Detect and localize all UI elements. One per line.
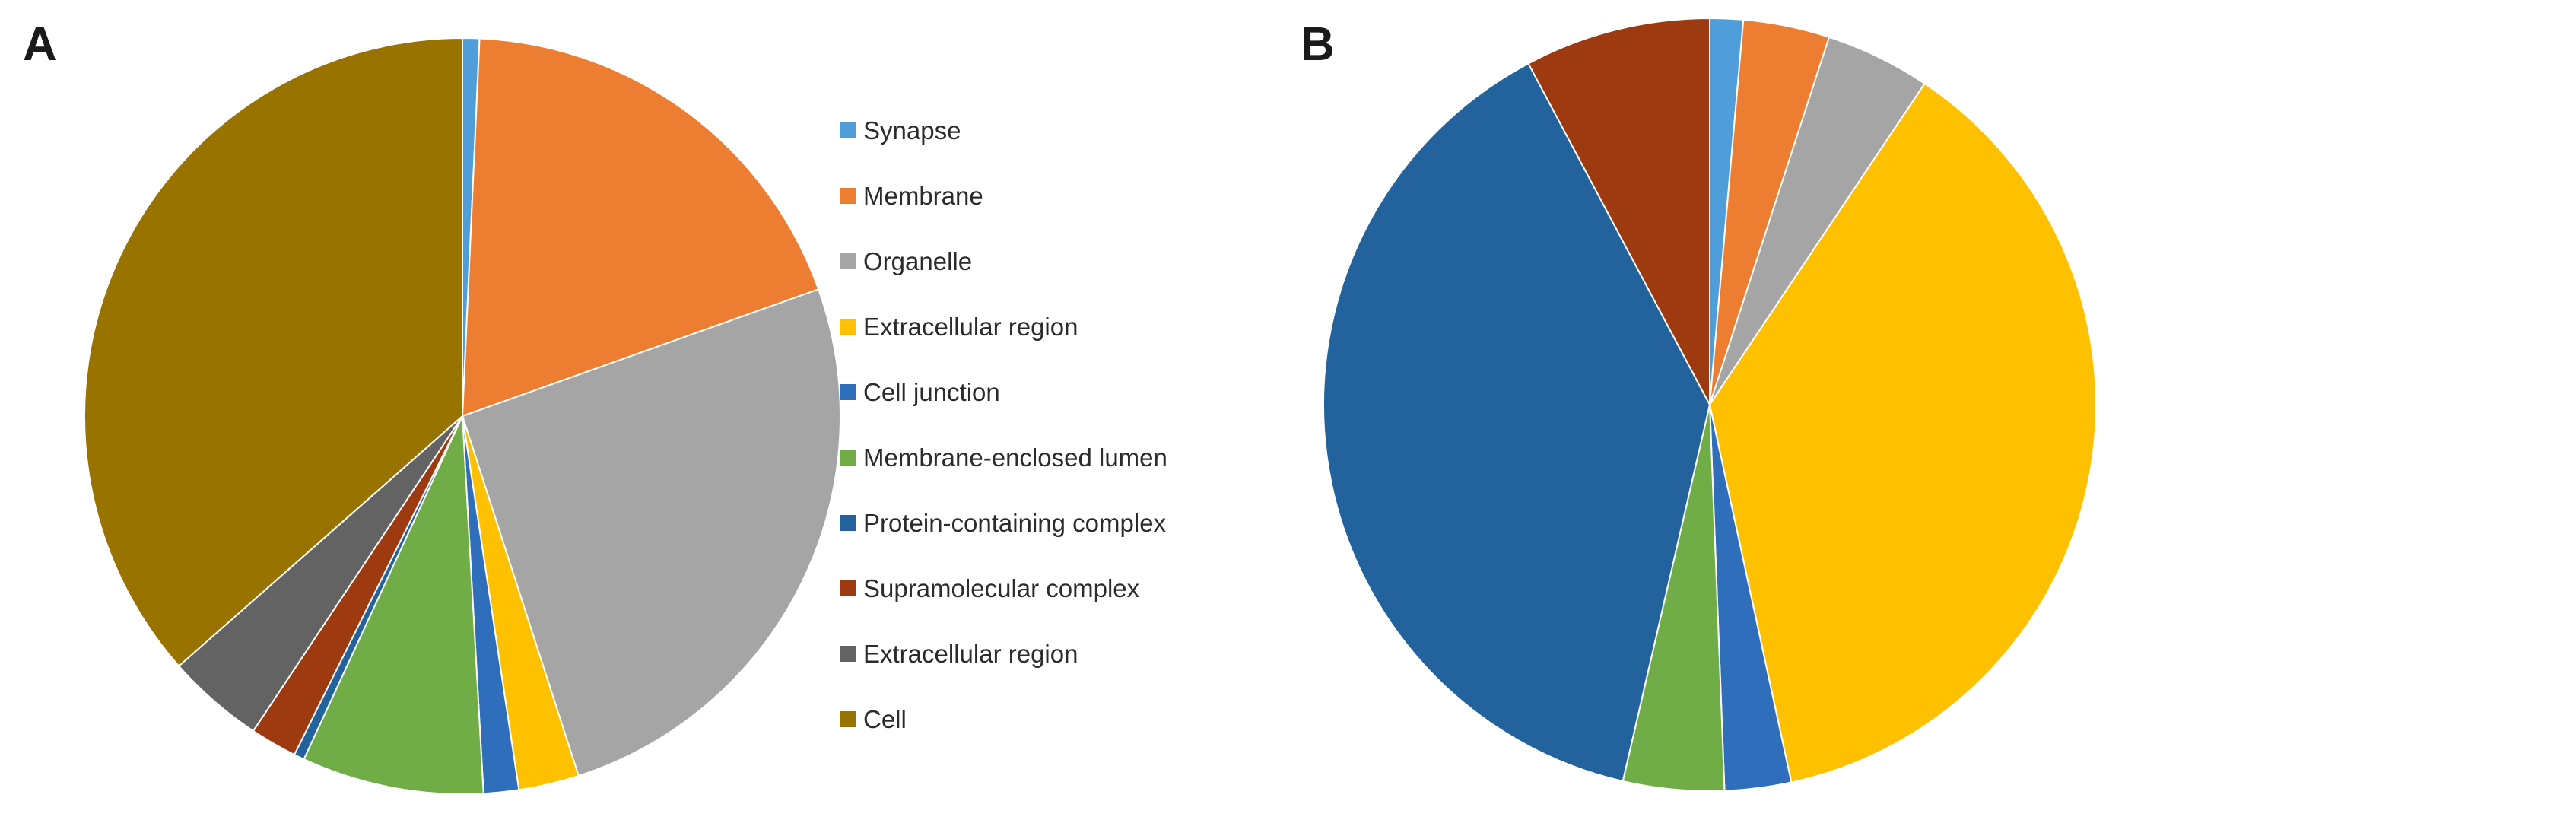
legend-swatch-icon	[840, 122, 856, 138]
legend-swatch-icon	[840, 710, 856, 727]
legend-swatch-icon	[840, 514, 856, 531]
pie-a-svg	[84, 37, 841, 795]
legend-item[interactable]: Organelle	[840, 228, 1167, 294]
legend-swatch-icon	[840, 449, 856, 466]
legend-item[interactable]: Cell junction	[840, 359, 1167, 424]
pie-chart-b	[1317, 12, 2102, 797]
legend-swatch-icon	[840, 253, 856, 269]
legend-item[interactable]: Membrane-enclosed lumen	[840, 424, 1167, 490]
pie-slice[interactable]	[303, 415, 484, 795]
legend-item[interactable]: Protein-containing complex	[840, 490, 1167, 555]
pie-slice[interactable]	[461, 288, 841, 777]
legend-item-label: Membrane-enclosed lumen	[863, 443, 1167, 472]
legend-item[interactable]: Extracellular region	[840, 294, 1167, 359]
pie-b-svg	[1323, 17, 2097, 792]
panel-b-letter: B	[1301, 18, 1335, 71]
legend-item-label: Cell	[863, 704, 907, 733]
legend-swatch-icon	[840, 187, 856, 204]
legend-item[interactable]: Synapse	[840, 97, 1167, 163]
legend-swatch-icon	[840, 645, 856, 662]
legend-swatch-icon	[840, 318, 856, 335]
pie-slice[interactable]	[1708, 82, 2097, 783]
pie-slice[interactable]	[84, 37, 463, 668]
pie-slice[interactable]	[1323, 62, 1711, 783]
pie-slice[interactable]	[1527, 17, 1710, 405]
legend-item-label: Supramolecular complex	[863, 574, 1140, 602]
legend-item[interactable]: Extracellular region	[840, 621, 1167, 686]
legend-swatch-icon	[840, 580, 856, 596]
pie-slice[interactable]	[461, 37, 820, 418]
legend-swatch-icon	[840, 383, 856, 400]
pie-chart-a	[78, 32, 846, 800]
legend-item-label: Cell junction	[863, 377, 1000, 406]
legend-item-label: Synapse	[863, 116, 961, 145]
panel-a-letter: A	[23, 18, 57, 71]
legend-item[interactable]: Membrane	[840, 163, 1167, 228]
legend-item[interactable]: Supramolecular complex	[840, 555, 1167, 621]
legend-item[interactable]: Cell	[840, 686, 1167, 752]
legend-item-label: Protein-containing complex	[863, 508, 1167, 537]
legend-item-label: Organelle	[863, 246, 973, 275]
panel-b: B Translation regulatorTranscription reg…	[1278, 0, 2576, 820]
legend-item-label: Membrane	[863, 181, 983, 210]
legend-item-label: Extracellular region	[863, 312, 1078, 341]
legend-item-label: Extracellular region	[863, 639, 1078, 668]
